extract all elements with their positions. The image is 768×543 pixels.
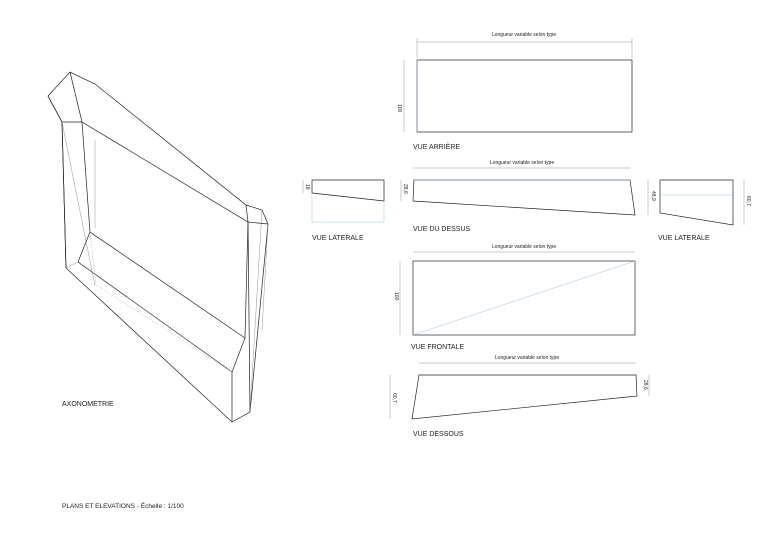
dimension-height: 60,7 [745, 196, 751, 206]
dimension-height: 18 [304, 184, 310, 190]
dimension-length: Longueur variable selon type [492, 32, 556, 38]
view-label-laterale-left: VUE LATERALE [312, 235, 364, 242]
right-side-view: 60,7 VUE LATERALE [658, 179, 751, 242]
view-label-arriere: VUE ARRIÈRE [413, 142, 460, 151]
view-label-dessus: VUE DU DESSUS [413, 226, 471, 233]
dimension-height: 100 [393, 292, 399, 301]
front-view: Longueur variable selon type 100 VUE FRO… [393, 244, 636, 351]
view-label-axonometrie: AXONOMETRIE [62, 401, 114, 408]
axonometric-view: AXONOMETRIE [47, 71, 269, 423]
title-block: PLANS ET ELEVATIONS - Échelle : 1/100 [62, 501, 184, 510]
view-label-dessous: VUE DESSOUS [413, 431, 464, 438]
bottom-view: Longueur variable selon type 60,7 28,6 V… [389, 355, 650, 438]
dimension-right: 48,9 [650, 191, 656, 201]
dimension-length: Longueur variable selon type [492, 244, 556, 250]
dimension-length: Longueur variable selon type [495, 355, 559, 361]
dimension-right: 28,6 [642, 380, 648, 390]
dimension-length: Longueur variable selon type [490, 160, 554, 166]
dimension-left: 28,6 [402, 184, 408, 194]
view-label-frontale: VUE FRONTALE [411, 344, 464, 351]
top-view: Longueur variable selon type 28,6 48,9 V… [400, 160, 656, 233]
dimension-left: 60,7 [391, 393, 397, 403]
left-side-view: 18 VUE LATERALE [302, 179, 385, 242]
rear-view: Longueur variable selon type 100 VUE ARR… [396, 32, 633, 151]
dimension-height: 100 [396, 104, 402, 113]
view-label-laterale-right: VUE LATERALE [658, 235, 710, 242]
